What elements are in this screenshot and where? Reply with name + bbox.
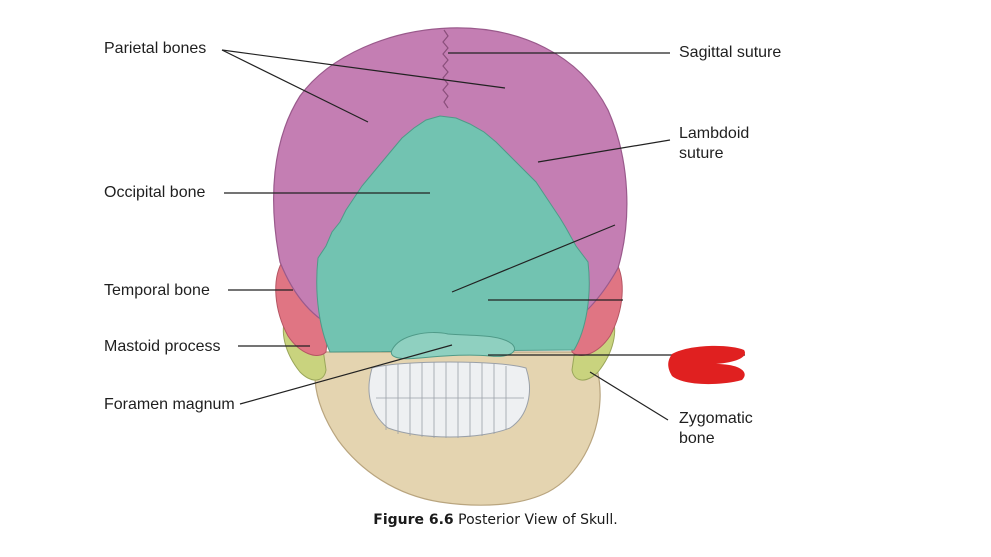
figure-caption: Figure 6.6 Posterior View of Skull. [0, 512, 991, 528]
label-foramen-magnum: Foramen magnum [104, 396, 235, 413]
tooth-lines [376, 362, 524, 438]
occipital-bone [316, 115, 590, 353]
label-mastoid-process: Mastoid process [104, 338, 221, 355]
sagittal-suture-line [442, 29, 449, 109]
caption-title: Posterior View of Skull. [458, 512, 618, 528]
teeth [368, 361, 530, 438]
label-lambdoid-suture: Lambdoid suture [679, 125, 750, 162]
caption-figure-number: Figure 6.6 [373, 512, 454, 528]
label-temporal-bone: Temporal bone [104, 282, 210, 299]
label-sagittal-suture: Sagittal suture [679, 44, 782, 61]
label-zygomatic-bone: Zygomatic bone [679, 410, 753, 447]
label-occipital-bone: Occipital bone [104, 184, 206, 201]
label-parietal-bones: Parietal bones [104, 40, 207, 57]
foramen-magnum-region [390, 332, 515, 360]
redaction-mark [668, 345, 745, 385]
